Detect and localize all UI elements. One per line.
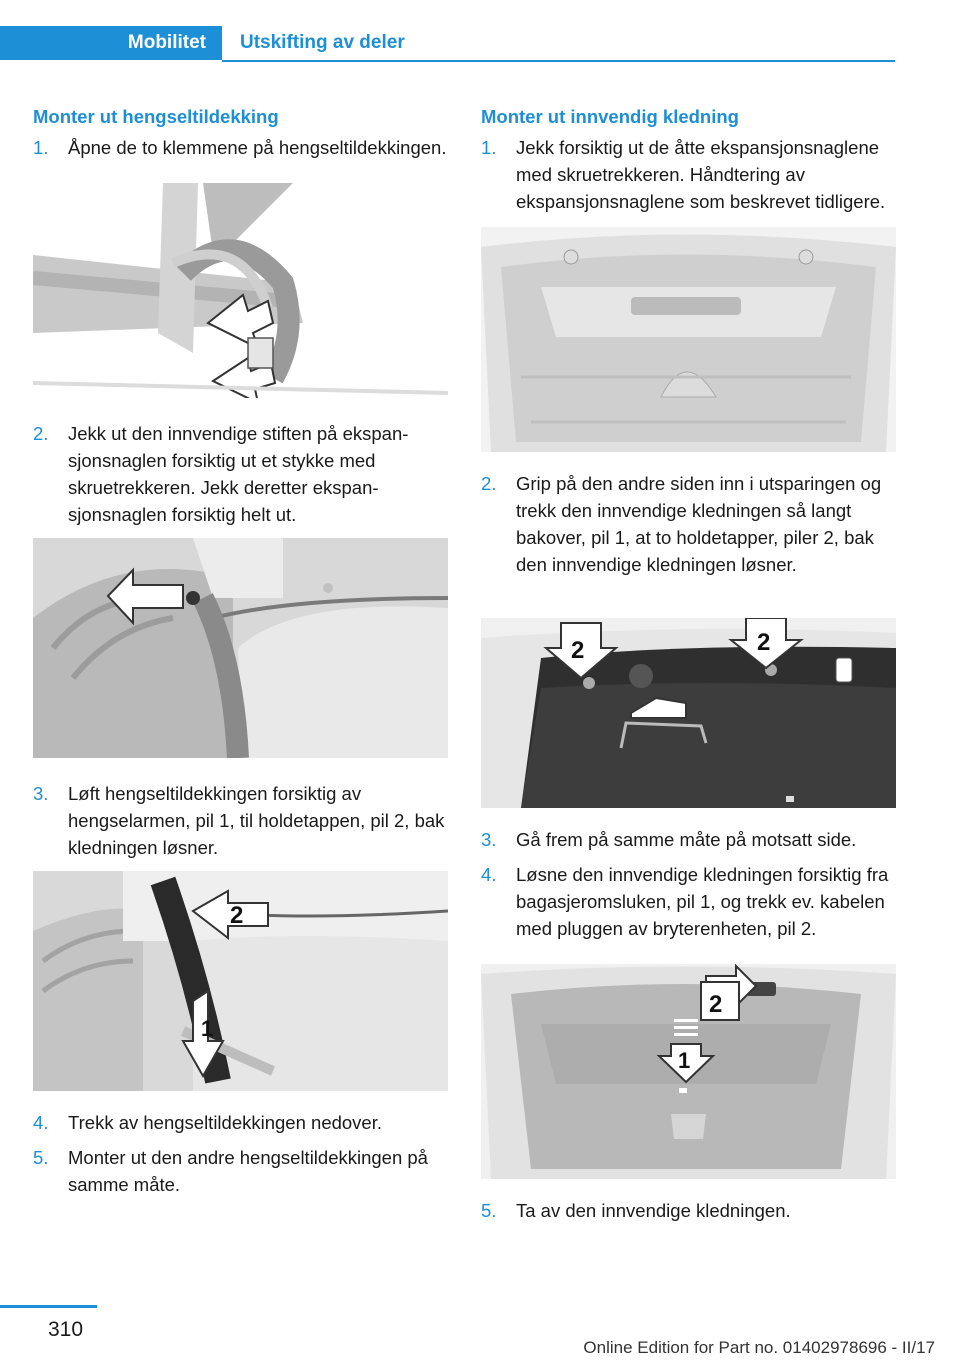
step-number: 3. [33,783,49,804]
cable-plug-illustration: 2 1 [481,964,896,1179]
page-number: 310 [48,1318,84,1341]
retaining-tabs-illustration: 2 2 [481,618,896,808]
left-step-1: 1. Åpne de to klemmene på hengseltildekk… [33,134,448,161]
left-step-4: 4. Trekk av hengseltildekkingen nedover. [33,1109,448,1136]
left-heading: Monter ut hengseltildekking [33,106,279,127]
right-heading: Monter ut innvendig kledning [481,106,739,127]
callout-1: 1 [201,1016,213,1041]
right-step-2: 2. Grip på den andre siden inn i utspari… [481,470,896,578]
right-step-4: 4. Løsne den innvendige kledningen forsi… [481,861,896,942]
step-number: 3. [481,829,497,850]
step-text: Grip på den andre siden inn i utsparinge… [516,473,882,575]
step-number: 2. [481,473,497,494]
callout-1: 1 [678,1048,690,1073]
left-step-5: 5. Monter ut den andre hengseltildekking… [33,1144,448,1198]
callout-2-left: 2 [571,637,584,664]
step-text: Ta av den innvendige kledningen. [516,1200,791,1221]
tab-section: Mobilitet [0,26,222,60]
hinge-arm-illustration: 2 1 [33,871,448,1091]
step-number: 2. [33,423,49,444]
callout-2: 2 [709,991,722,1018]
step-number: 1. [481,137,497,158]
right-step-5: 5. Ta av den innvendige kledningen. [481,1197,896,1224]
step-text: Gå frem på samme måte på motsatt side. [516,829,857,850]
step-number: 5. [481,1200,497,1221]
right-step-1: 1. Jekk forsiktig ut de åtte ekspansjons… [481,134,896,215]
callout-2: 2 [230,902,243,929]
step-number: 1. [33,137,49,158]
step-text: Løsne den innvendige kledningen forsikti… [516,864,889,939]
step-text: Løft hengseltildekkingen forsiktig av he… [68,783,445,858]
trunk-lid-lining-illustration [481,227,896,452]
right-column: Monter ut innvendig kledning 1. Jekk for… [481,104,896,1232]
step-number: 4. [481,864,497,885]
hinge-cover-illustration [33,183,448,398]
left-step-2: 2. Jekk ut den innvendige stiften på eks… [33,420,448,528]
step-text: Åpne de to klemmene på hengseltildekkin­… [68,137,447,158]
edition-note: Online Edition for Part no. 01402978696 … [583,1338,935,1357]
step-text: Monter ut den andre hengseltildekkingen … [68,1147,428,1195]
footer-rule [0,1305,97,1308]
step-number: 4. [33,1112,49,1133]
callout-2-right: 2 [757,629,770,656]
expansion-rivet-illustration [33,538,448,758]
step-text: Trekk av hengseltildekkingen nedover. [68,1112,383,1133]
step-number: 5. [33,1147,49,1168]
left-column: Monter ut hengseltildekking 1. Åpne de t… [33,104,448,1206]
step-text: Jekk forsiktig ut de åtte ekspansjonsnag… [516,137,886,212]
tab-subsection: Utskifting av deler [240,32,405,53]
left-step-3: 3. Løft hengseltildekkingen forsiktig av… [33,780,448,861]
header-tabbar: Mobilitet Utskifting av deler [0,26,895,62]
right-step-3: 3. Gå frem på samme måte på motsatt side… [481,826,896,853]
header-rule [222,60,895,62]
step-text: Jekk ut den innvendige stiften på ekspan… [68,423,409,525]
